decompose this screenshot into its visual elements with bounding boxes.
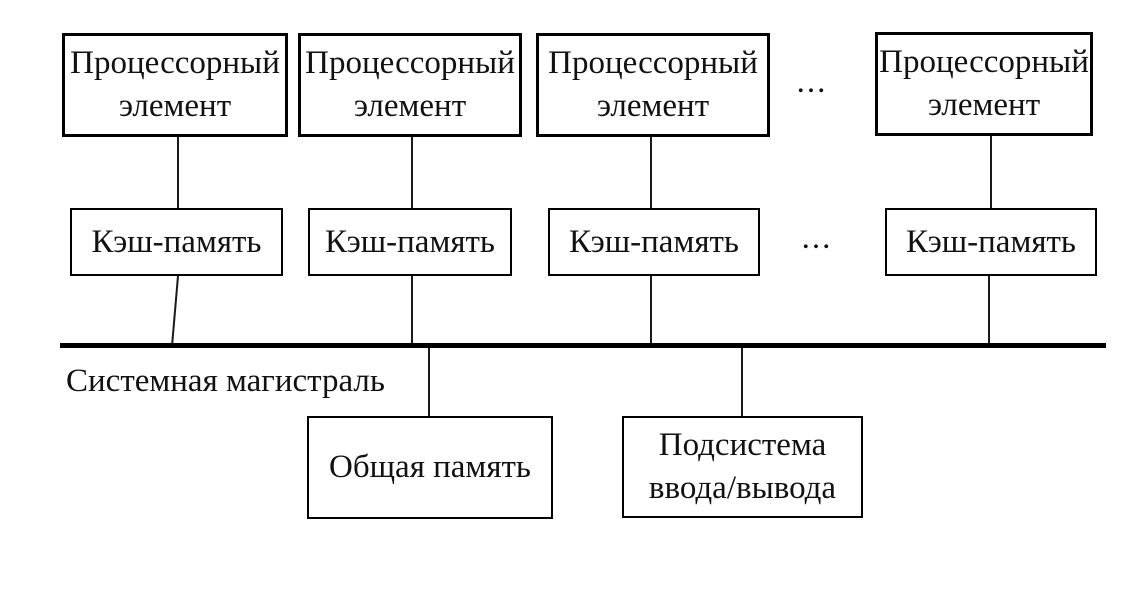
- cache-memory-box-1: Кэш-память: [70, 208, 283, 276]
- ellipsis-processors: ...: [796, 64, 828, 100]
- processor-element-box-2: Процессорный элемент: [298, 33, 522, 137]
- system-bus-label: Системная магистраль: [66, 363, 385, 399]
- processor-element-label: Процессорный элемент: [305, 45, 515, 124]
- cache-memory-label: Кэш-память: [569, 223, 739, 260]
- shared-memory-label: Общая память: [329, 449, 531, 485]
- cache-memory-box-2: Кэш-память: [308, 208, 512, 276]
- processor-element-label: Процессорный элемент: [70, 45, 280, 124]
- ellipsis-caches: ...: [801, 220, 833, 256]
- processor-element-label: Процессорный элемент: [548, 45, 758, 124]
- io-subsystem-box: Подсистема ввода/вывода: [622, 416, 863, 518]
- processor-element-box-3: Процессорный элемент: [536, 33, 770, 137]
- cache-memory-label: Кэш-память: [906, 223, 1076, 260]
- processor-element-box-1: Процессорный элемент: [62, 33, 288, 137]
- cache-memory-box-3: Кэш-память: [548, 208, 760, 276]
- io-subsystem-label: Подсистема ввода/вывода: [648, 427, 837, 506]
- processor-element-label: Процессорный элемент: [879, 44, 1089, 123]
- cache-memory-box-4: Кэш-память: [885, 208, 1097, 276]
- processor-element-box-4: Процессорный элемент: [875, 32, 1093, 136]
- cache-memory-label: Кэш-память: [325, 223, 495, 260]
- shared-memory-box: Общая память: [307, 416, 553, 519]
- cache-memory-label: Кэш-память: [91, 223, 262, 260]
- wire-cache1-bus: [171, 275, 179, 347]
